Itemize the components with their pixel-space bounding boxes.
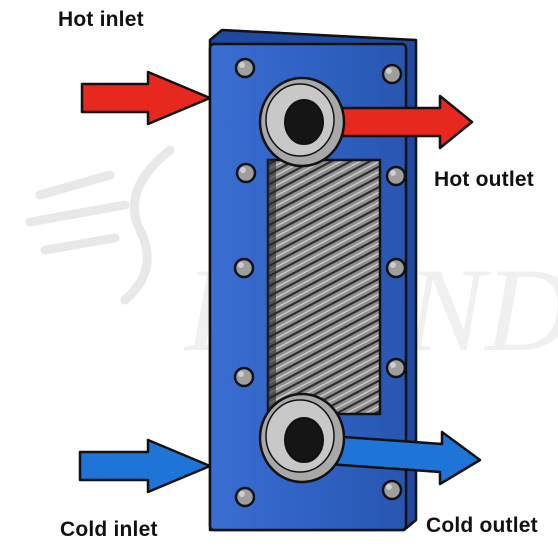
cold-inlet-label: Cold inlet xyxy=(60,518,158,541)
bolt xyxy=(385,357,407,379)
bolt xyxy=(385,257,407,279)
bolt xyxy=(381,63,403,85)
hot-inlet-label: Hot inlet xyxy=(58,8,144,31)
cold-outlet-label: Cold outlet xyxy=(426,514,538,537)
bolt xyxy=(233,257,255,279)
bolt xyxy=(235,162,257,184)
bolt xyxy=(385,165,407,187)
hot-outlet-label: Hot outlet xyxy=(434,168,534,191)
hot-outlet-arrow xyxy=(328,94,474,150)
plate-pack xyxy=(266,158,382,416)
bolt xyxy=(234,57,256,79)
cold-outlet-arrow xyxy=(326,430,482,486)
frame-bolts xyxy=(233,57,407,508)
cold-inlet-arrow xyxy=(78,438,212,494)
hot-inlet-arrow xyxy=(80,70,212,126)
bolt xyxy=(234,486,256,508)
bolt xyxy=(381,479,403,501)
top-port xyxy=(258,76,346,168)
bolt xyxy=(233,366,255,388)
bottom-port xyxy=(258,392,346,484)
